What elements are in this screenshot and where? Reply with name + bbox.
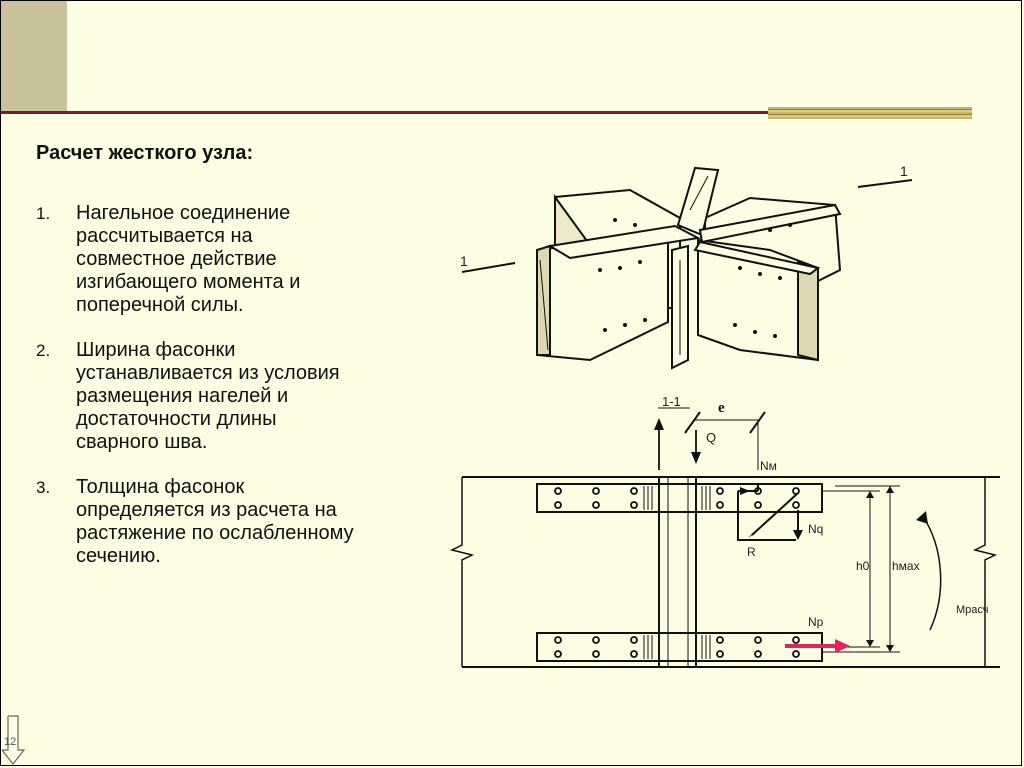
- header-band-decoration: [768, 107, 972, 119]
- corner-decoration: [1, 1, 67, 112]
- isometric-joint-view: [536, 166, 842, 370]
- page-badge-icon: [2, 715, 26, 765]
- plate-left: [547, 224, 702, 260]
- slide-title: Расчет жесткого узла:: [36, 142, 254, 164]
- label-q: Q: [706, 430, 716, 445]
- list-item-text: Ширина фасонки устанавливается из услови…: [76, 339, 340, 453]
- section-mark-left: 1: [460, 253, 468, 269]
- plate-front-right: [693, 240, 821, 276]
- moment-arc: [921, 514, 942, 631]
- list-item-text: Нагельное соединение рассчитывается на с…: [76, 202, 301, 316]
- list-item: 1. Нагельное соединение рассчитывается н…: [36, 202, 446, 317]
- label-nm: Nм: [760, 459, 777, 473]
- plate-right: [698, 203, 842, 244]
- section-mark-top: 1: [900, 163, 908, 179]
- break-line-right: [972, 477, 998, 667]
- label-e: e: [718, 400, 725, 416]
- nm-arrowhead: [740, 487, 750, 495]
- nq-arrowhead: [793, 530, 803, 540]
- top-bolt-strip: [536, 483, 823, 513]
- list-item: 2. Ширина фасонки устанавливается из усл…: [36, 339, 446, 454]
- break-line-left: [449, 477, 475, 667]
- r-arrowhead: [748, 528, 758, 538]
- header-rule: [1, 111, 967, 114]
- label-np: Np: [808, 615, 824, 629]
- label-mrasch: Mрасч: [956, 604, 989, 616]
- bottom-bolt-strip: [536, 632, 823, 662]
- list-item: 3. Толщина фасонок определяется из расче…: [36, 476, 446, 568]
- list-item-number: 2.: [36, 341, 51, 360]
- list-item-number: 1.: [36, 204, 51, 223]
- weld-hatch: [643, 486, 711, 659]
- joint-diagram: 1 1: [449, 163, 1000, 668]
- bullet-list: 1. Нагельное соединение рассчитывается н…: [36, 202, 446, 590]
- label-hmax: hмax: [892, 559, 920, 573]
- bolt-dots: [598, 218, 792, 338]
- page-number: 12: [4, 736, 17, 748]
- section-line-top: [857, 179, 913, 188]
- block-front-right-edge: [797, 260, 819, 362]
- label-r: R: [747, 545, 756, 559]
- label-h0: h0: [856, 559, 870, 573]
- bolts: [554, 487, 800, 658]
- gusset-top: [676, 166, 720, 237]
- label-nq: Nq: [808, 522, 823, 536]
- list-item-number: 3.: [36, 478, 51, 497]
- list-item-text: Толщина фасонок определяется из расчета …: [76, 476, 354, 567]
- section-view: [449, 407, 1000, 668]
- label-section: 1-1: [662, 394, 681, 409]
- section-line-left: [461, 262, 516, 273]
